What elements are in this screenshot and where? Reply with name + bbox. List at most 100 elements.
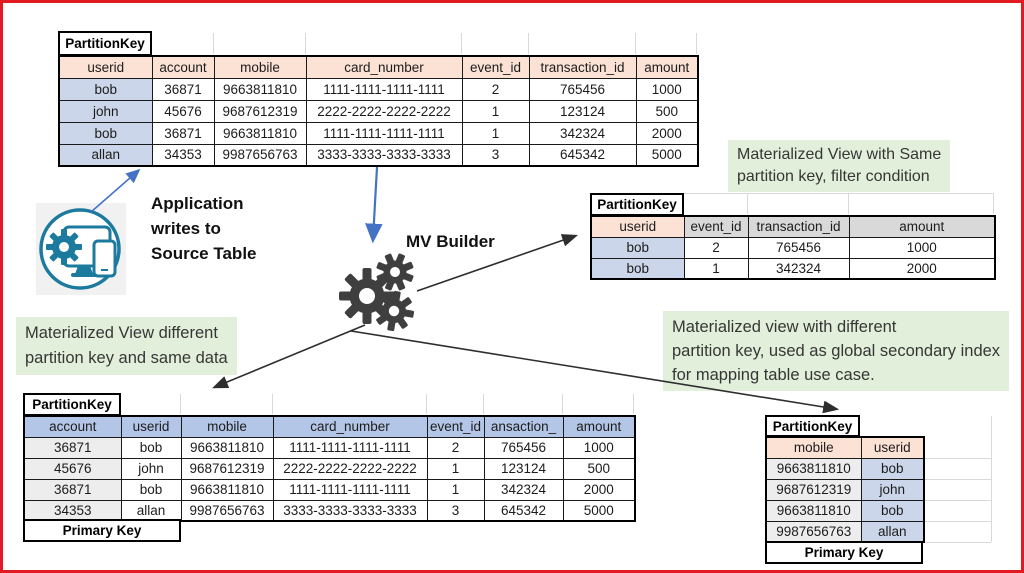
table-cell: 34353 [151,143,215,167]
table-cell: john [120,457,182,480]
table-cell: 2222-2222-2222-2222 [272,457,428,480]
column-header: ansaction_ [483,415,564,438]
gridline [213,33,214,54]
table-cell: 45676 [151,99,215,123]
column-header: amount [562,415,636,438]
table-cell: 9663811810 [213,121,307,145]
table-cell: 1 [426,457,485,480]
column-header: amount [635,55,699,79]
column-header: mobile [765,436,862,459]
application-writes-caption-line1: Application [151,194,244,213]
gridline [633,394,634,414]
mv-diff-pk-label-line2: partition key and same data [25,349,228,367]
table-cell: 9987656763 [765,520,862,543]
table-cell: 5000 [635,143,699,167]
gridline [483,394,484,414]
column-header: card_number [305,55,463,79]
table-cell: 3 [426,499,485,522]
table-cell: 1000 [562,436,636,459]
source-partition-key-label: PartitionKey [58,31,152,56]
table-cell: 3 [461,143,530,167]
arrow-builder-to-mv-diff [212,324,366,389]
table-cell: bob [860,499,925,522]
mv-gsi-label: Materialized view with different partiti… [663,311,1010,391]
table-cell: 9663811810 [180,478,274,501]
table-cell: john [860,478,925,501]
table-cell: 765456 [747,236,850,259]
column-header: transaction_id [747,215,850,238]
table-cell: 645342 [528,143,637,167]
column-header: event_id [461,55,530,79]
mv-diff-partition-key-label: PartitionKey [23,393,121,416]
table-cell: allan [58,143,153,167]
table-cell: 9663811810 [765,499,862,522]
gridline [747,193,748,214]
gridline [991,416,992,542]
table-cell: 1111-1111-1111-1111 [305,121,463,145]
gridline [180,394,181,414]
table-cell: 500 [562,457,636,480]
table-cell: 36871 [23,478,122,501]
application-writes-caption-line2: writes to [151,219,221,238]
table-cell: 2000 [635,121,699,145]
table-cell: 1 [426,478,485,501]
table-cell: 765456 [483,436,564,459]
table-cell: 342324 [528,121,637,145]
column-header: userid [590,215,685,238]
table-cell: 2000 [562,478,636,501]
gridline [635,33,636,54]
table-cell: 9663811810 [765,457,862,480]
table-cell: 2 [426,436,485,459]
table-cell: 342324 [483,478,564,501]
table-cell: bob [590,257,685,280]
table-cell: 1 [461,121,530,145]
column-header: amount [848,215,996,238]
gridline [528,33,529,54]
gridline [923,458,991,459]
application-writes-caption-line3: Source Table [151,244,257,263]
table-cell: bob [58,121,153,145]
table-cell: john [58,99,153,123]
column-header: event_id [683,215,749,238]
table-cell: 36871 [151,77,215,101]
column-header: userid [120,415,182,438]
mv-diff-pk-label: Materialized View different partition ke… [16,317,237,375]
table-cell: 1111-1111-1111-1111 [305,77,463,101]
table-cell: 342324 [747,257,850,280]
gridline [683,193,994,194]
gridline [696,33,697,54]
mv-gsi-label-line1: Materialized view with different [672,318,897,336]
mv-builder-caption: MV Builder [406,232,495,251]
table-cell: 9687612319 [765,478,862,501]
column-header: card_number [272,415,428,438]
table-cell: 2222-2222-2222-2222 [305,99,463,123]
column-header: userid [860,436,925,459]
table-cell: 500 [635,99,699,123]
table-cell: allan [120,499,182,522]
table-cell: 9663811810 [180,436,274,459]
gridline [923,542,991,543]
mv-diff-primary-key-label: Primary Key [23,519,181,542]
table-cell: 1000 [848,236,996,259]
column-header: mobile [213,55,307,79]
gridline [461,33,462,54]
table-cell: 9663811810 [213,77,307,101]
column-header: account [23,415,122,438]
mv-same-pk-label: Materialized View with Same partition ke… [728,140,951,192]
application-devices-icon [36,203,126,295]
mv-same-pk-label-line2: partition key, filter condition [737,168,930,185]
table-cell: 2000 [848,257,996,280]
gridline [562,394,563,414]
gridline [272,394,273,414]
column-header: event_id [426,415,485,438]
